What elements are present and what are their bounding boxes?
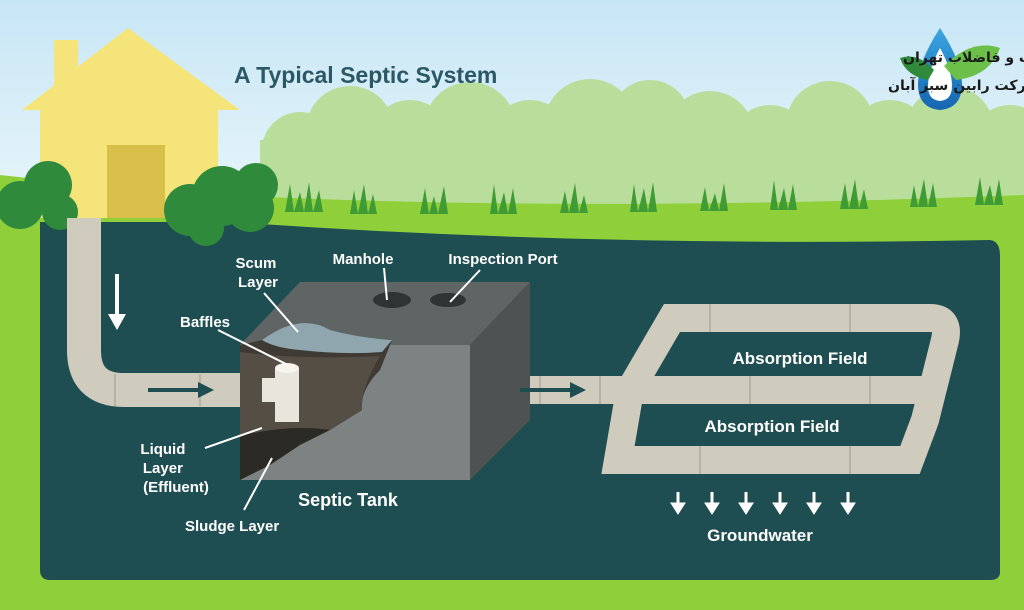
manhole xyxy=(373,292,411,308)
water-leaf-logo-icon xyxy=(900,28,1000,110)
scum-layer-label: Scum Layer xyxy=(235,255,280,291)
inspection-port xyxy=(430,293,466,307)
tree-line xyxy=(260,79,1024,210)
groundwater-label: Groundwater xyxy=(707,526,813,545)
house xyxy=(22,28,240,218)
inspection-port-label: Inspection Port xyxy=(448,251,557,268)
bush-right xyxy=(164,163,278,246)
right-arrow-icon xyxy=(148,382,214,398)
sludge-layer xyxy=(240,428,330,480)
sludge-layer-label: Sludge Layer xyxy=(185,518,279,535)
septic-tank xyxy=(240,282,530,480)
house-door xyxy=(107,145,165,218)
diagram-title: A Typical Septic System xyxy=(234,62,497,88)
right-arrow-icon xyxy=(520,382,586,398)
absorption-field-label-2: Absorption Field xyxy=(704,417,839,436)
absorption-field-label-1: Absorption Field xyxy=(732,349,867,368)
septic-tank-label: Septic Tank xyxy=(298,490,399,510)
manhole-label: Manhole xyxy=(333,251,394,268)
leader-lines xyxy=(204,267,481,511)
company-name-line1: مهندسین آب و فاضلاب تهران xyxy=(903,48,1024,66)
down-arrow-icon xyxy=(772,492,788,515)
down-arrow-icon xyxy=(108,274,126,330)
groundwater-arrows xyxy=(670,492,856,515)
tank-side xyxy=(470,282,530,480)
inlet-pipe xyxy=(67,218,262,407)
down-arrow-icon xyxy=(704,492,720,515)
down-arrow-icon xyxy=(670,492,686,515)
down-arrow-icon xyxy=(738,492,754,515)
grass-tufts xyxy=(285,177,1003,214)
baffles-label: Baffles xyxy=(180,314,230,331)
liquid-layer-label: Liquid Layer (Effluent) xyxy=(140,441,209,496)
pipe-joints xyxy=(114,304,871,474)
scum-layer xyxy=(262,322,392,354)
down-arrow-icon xyxy=(806,492,822,515)
baffle xyxy=(275,368,299,422)
bush-left xyxy=(0,161,78,230)
down-arrow-icon xyxy=(840,492,856,515)
company-name-line2: شرکت رابین سبز آبان xyxy=(888,76,1024,94)
